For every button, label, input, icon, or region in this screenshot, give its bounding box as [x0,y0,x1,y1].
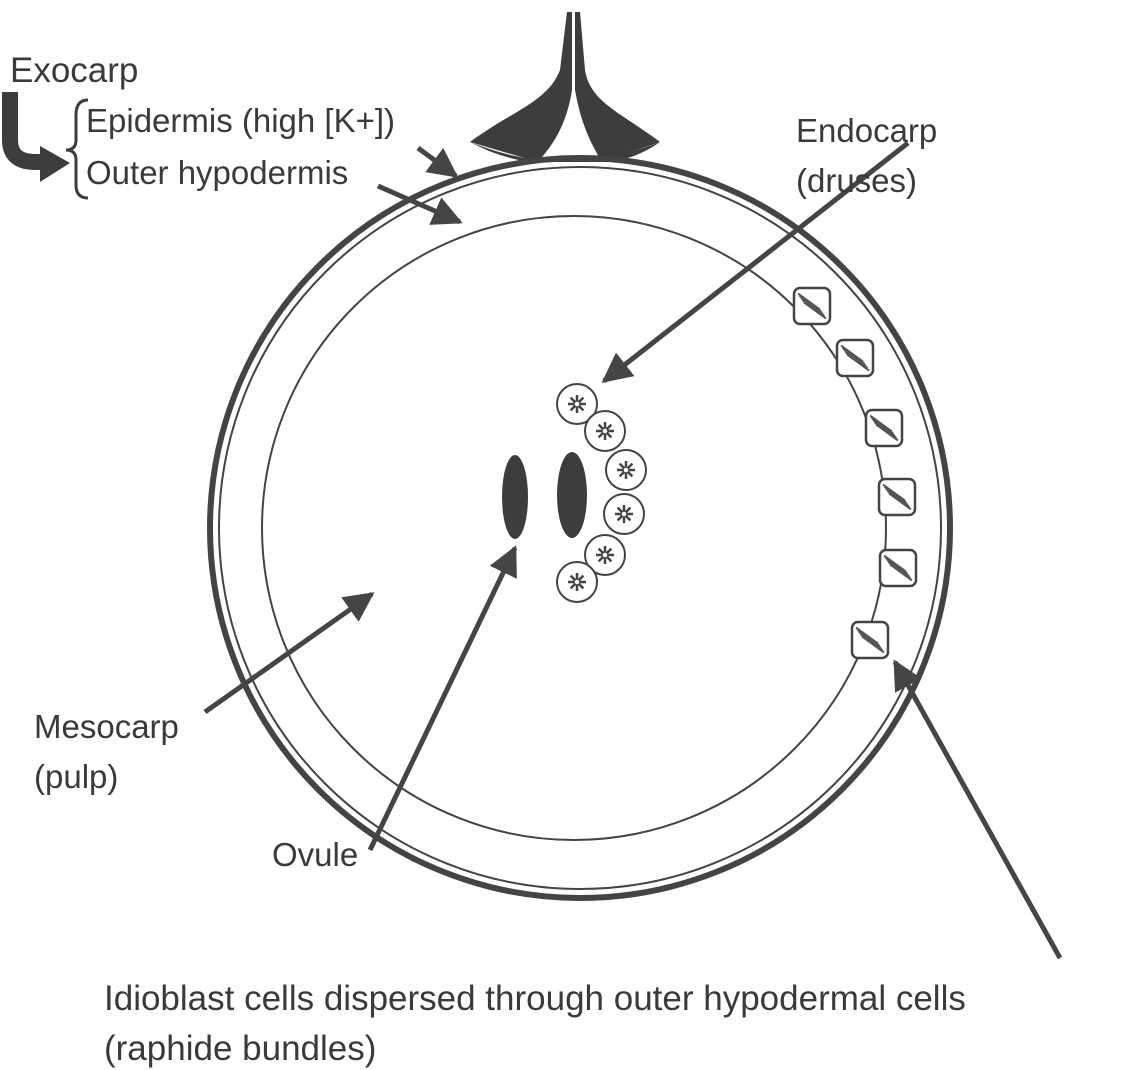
exocarp-curved-arrow [10,92,70,182]
star-crystal-icon [568,395,586,413]
idioblast-label-line1: Idioblast cells dispersed through outer … [104,979,966,1018]
ovule-left [502,455,528,539]
star-crystal-icon [615,505,633,523]
exocarp-brace [66,100,88,198]
epidermis-label: Epidermis (high [K+]) [86,102,395,139]
idioblast-cell [794,288,830,324]
idioblast-cell [866,410,902,446]
epidermis-arrow [418,148,456,176]
mesocarp-sublabel: (pulp) [34,758,118,795]
outer-hypodermis-label: Outer hypodermis [86,154,348,191]
idioblast-cell [837,340,873,376]
druse-cell [585,411,625,451]
idioblast-cell [879,479,915,515]
endocarp-label: Endocarp [796,112,937,149]
endocarp-sublabel: (druses) [796,162,917,199]
druse-cell [557,562,597,602]
idioblast-arrow [895,662,1060,958]
star-crystal-icon [568,573,586,591]
idioblast-cell [880,550,916,586]
mesocarp-label: Mesocarp [34,708,179,745]
exocarp-label: Exocarp [10,51,138,90]
ovule-label: Ovule [272,836,358,873]
druse-cell [606,450,646,490]
star-crystal-icon [596,546,614,564]
idioblast-label-line2: (raphide bundles) [104,1029,376,1068]
ovule-arrow [370,548,515,850]
star-crystal-icon [596,422,614,440]
ovule-right [557,452,587,538]
style-stigma-shape [470,12,660,162]
star-crystal-icon [617,461,635,479]
idioblast-cell [852,622,888,658]
druse-cell [604,494,644,534]
